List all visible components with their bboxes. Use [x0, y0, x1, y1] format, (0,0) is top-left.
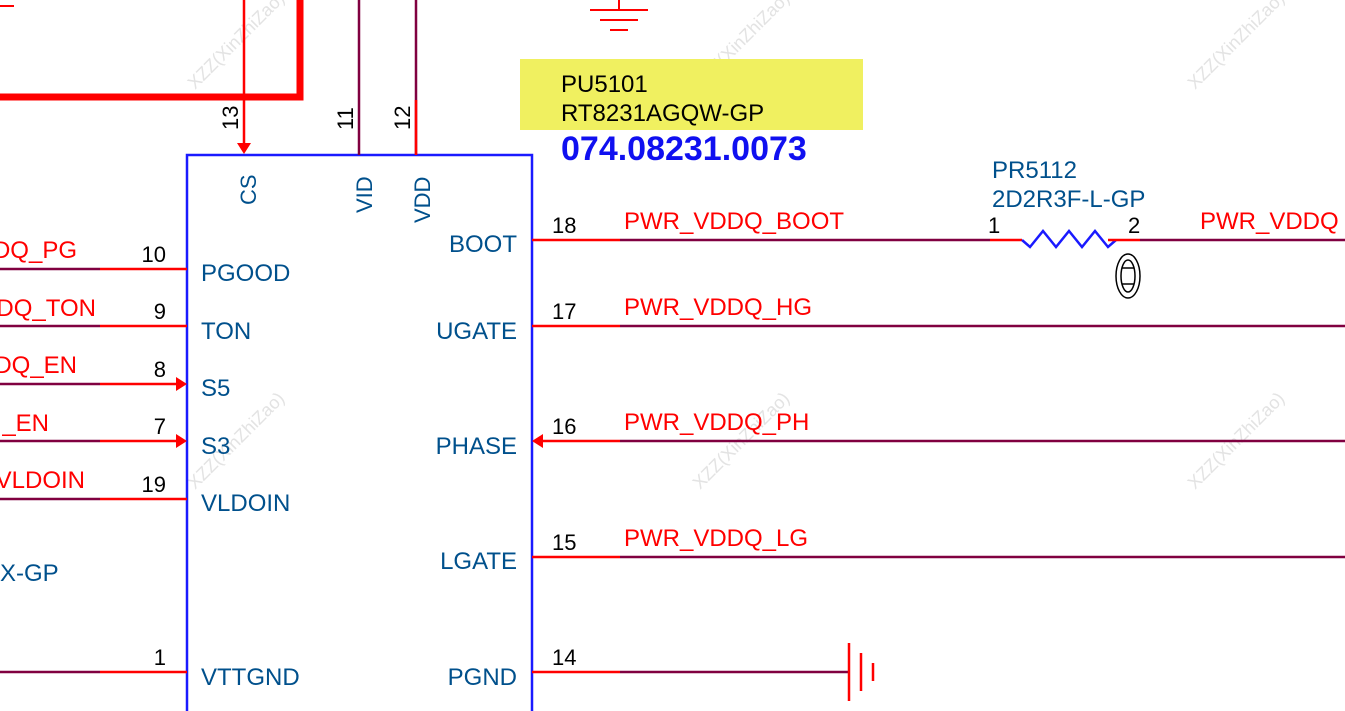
pin-number: 14: [552, 645, 576, 670]
pin-name: S5: [201, 375, 230, 402]
pin-number: 8: [154, 357, 166, 382]
resistor-zigzag-icon: [1021, 229, 1117, 249]
component-part-number: RT8231AGQW-GP: [561, 100, 764, 127]
pin-name: PHASE: [436, 433, 517, 460]
resistor-refdes: PR5112: [992, 157, 1077, 184]
resistor-value: 2D2R3F-L-GP: [992, 186, 1145, 213]
watermark: XZZ(XinZhiZao): [184, 0, 289, 93]
left-pin-s3[interactable]: _EN 7 S3: [0, 410, 230, 460]
ground-icon: [590, 0, 648, 31]
pin-number: 18: [552, 213, 576, 238]
top-pin-cs[interactable]: 13 CS: [218, 0, 261, 205]
pin-number: 17: [552, 299, 576, 324]
net-label: PWR_VDDQ_BOOT: [624, 208, 844, 235]
pin-name: VLDOIN: [201, 490, 290, 517]
pin-name: LGATE: [440, 548, 517, 575]
left-edge-label: X-GP: [0, 560, 59, 587]
resistor-pr5112[interactable]: PR5112 2D2R3F-L-GP 1 2: [988, 157, 1345, 299]
pin-name: PGOOD: [201, 260, 290, 287]
pin-number: 16: [552, 414, 576, 439]
pin-name: VDD: [410, 177, 435, 223]
top-pin-vdd[interactable]: 12 VDD: [390, 0, 435, 223]
pin-number: 7: [154, 414, 166, 439]
pin-name: VTTGND: [201, 664, 300, 691]
net-label: DQ_PG: [0, 237, 77, 264]
net-label: PWR_VDDQ_PH: [624, 409, 809, 436]
pin-number: 19: [142, 472, 166, 497]
right-pin-lgate[interactable]: LGATE 15 PWR_VDDQ_LG: [440, 525, 1345, 575]
pin-name: TON: [201, 318, 251, 345]
pin-number: 13: [218, 106, 243, 130]
pin-number: 15: [552, 530, 576, 555]
watermark: XZZ(XinZhiZao): [184, 388, 289, 493]
pin-number: 11: [333, 107, 358, 130]
right-pin-pgnd[interactable]: PGND 14: [448, 643, 875, 701]
left-pin-vttgnd[interactable]: 1 VTTGND: [0, 645, 300, 691]
right-pin-ugate[interactable]: UGATE 17 PWR_VDDQ_HG: [436, 294, 1345, 345]
pin-number: 12: [390, 106, 415, 130]
pin-number: 1: [154, 645, 166, 670]
right-pin-phase[interactable]: PHASE 16 PWR_VDDQ_PH: [436, 409, 1345, 460]
probe-marker-icon: [1115, 253, 1141, 299]
ground-icon: [847, 643, 875, 701]
net-label: PWR_VDDQ_HG: [624, 294, 812, 321]
pin-name: UGATE: [436, 318, 517, 345]
pin-name: PGND: [448, 664, 517, 691]
left-pin-s5[interactable]: DQ_EN 8 S5: [0, 352, 230, 402]
watermark: XZZ(XinZhiZao): [1184, 0, 1289, 93]
pin-name: CS: [236, 174, 261, 205]
component-refdes: PU5101: [561, 71, 648, 98]
net-label: PWR_VDDQ_LG: [624, 525, 808, 552]
resistor-pin1: 1: [988, 213, 1000, 238]
left-pin-ton[interactable]: DQ_TON 9 TON: [0, 295, 251, 345]
pin-name: VID: [352, 176, 377, 213]
pin-number: 9: [154, 299, 166, 324]
cs-net-trace: [0, 0, 304, 101]
left-pin-pgood[interactable]: DQ_PG 10 PGOOD: [0, 237, 290, 287]
pin-number: 10: [142, 242, 166, 267]
pin-name: S3: [201, 433, 230, 460]
net-label: DQ_TON: [0, 295, 96, 322]
resistor-pin2: 2: [1128, 213, 1140, 238]
right-edge-net-label: PWR_VDDQ: [1200, 208, 1339, 235]
net-label: DQ_EN: [0, 352, 77, 379]
right-pin-boot[interactable]: BOOT 18 PWR_VDDQ_BOOT: [449, 208, 1022, 258]
top-pin-vid[interactable]: 11 VID: [333, 0, 377, 213]
net-label: VLDOIN: [0, 467, 85, 494]
component-ordering-code[interactable]: 074.08231.0073: [561, 130, 807, 168]
net-label: _EN: [1, 410, 49, 437]
pin-name: BOOT: [449, 231, 517, 258]
left-pin-vldoin[interactable]: VLDOIN 19 VLDOIN: [0, 467, 290, 517]
part-highlight: [520, 59, 863, 130]
